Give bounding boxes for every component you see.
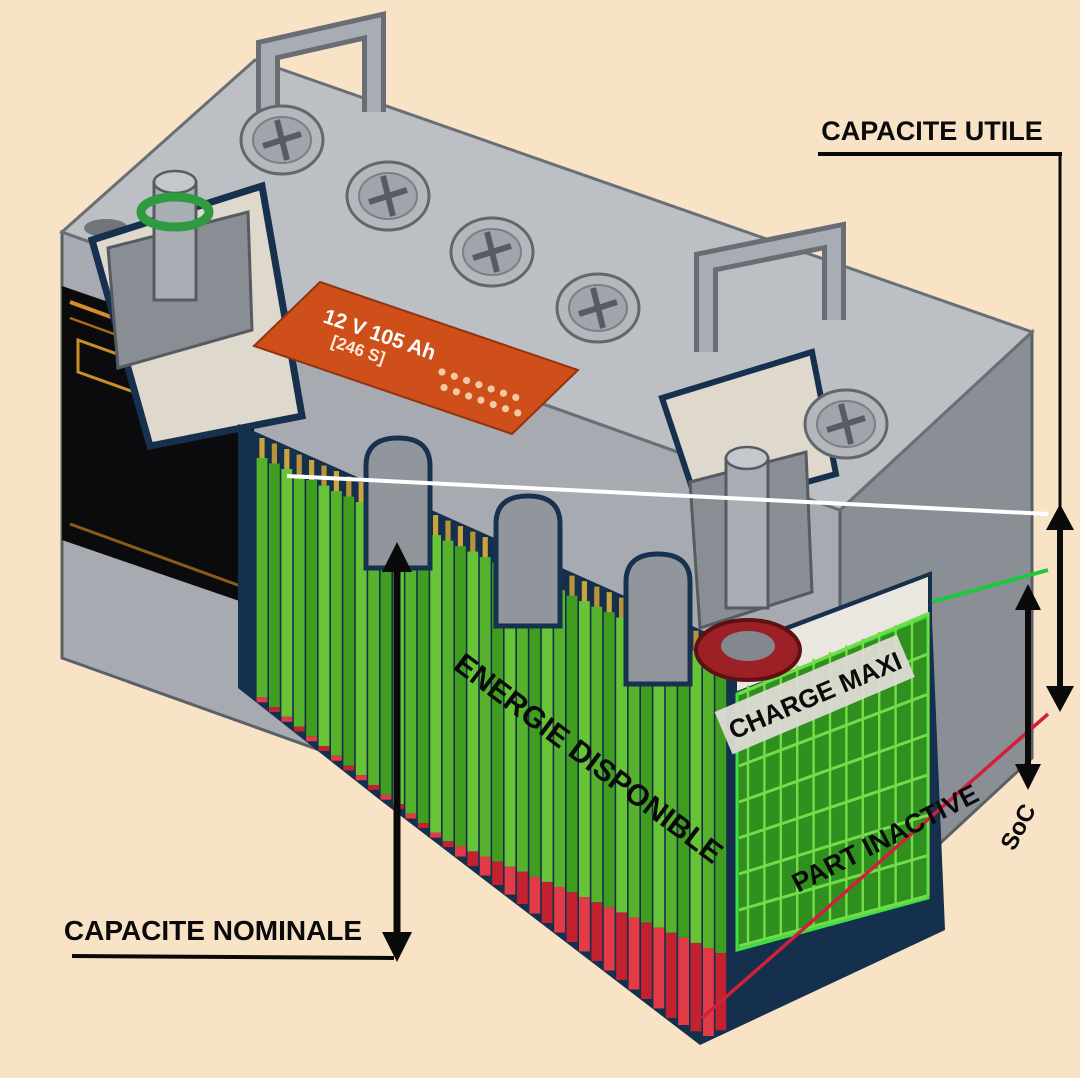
handle-bar	[699, 227, 841, 352]
terminal-post	[724, 456, 770, 610]
arrowhead-down	[1015, 764, 1041, 790]
capacite-nominale-label: CAPACITE NOMINALE	[64, 915, 362, 946]
handle-bar	[261, 17, 381, 138]
carry-handle-right	[694, 221, 846, 352]
terminal-right	[688, 445, 814, 682]
capacite-utile-annotation: CAPACITE UTILE	[818, 116, 1074, 712]
cell-divider	[363, 435, 433, 571]
label-dots	[438, 368, 522, 417]
capacite-nominale-annotation: CAPACITE NOMINALE	[64, 542, 412, 962]
capacite-nominale-leader	[71, 954, 395, 960]
inactive-level-line	[700, 712, 1050, 1020]
terminal-left	[106, 169, 254, 370]
soc-level-line	[931, 568, 1049, 604]
cell-caps	[239, 104, 889, 460]
arrowhead-up	[1046, 504, 1074, 530]
battery-rating-label: 12 V 105 Ah [246 S]	[252, 280, 580, 436]
arrowhead-up	[1015, 584, 1041, 610]
terminal-post-top	[724, 445, 770, 471]
cell-divider	[623, 551, 693, 687]
terminal-ring-core	[721, 631, 775, 661]
charge-maxi-level-line	[286, 474, 1049, 516]
cell-divider	[493, 493, 563, 629]
rating-label-plate	[252, 280, 580, 436]
plate-stack	[256, 438, 727, 1037]
terminal-green-ring	[136, 192, 214, 232]
carry-handle-left	[256, 10, 386, 138]
arrowhead-down	[1046, 686, 1074, 712]
arrowhead-up	[382, 542, 412, 572]
terminal-post-top	[152, 169, 198, 195]
charge-maxi-strip	[714, 634, 915, 755]
capacite-utile-label: CAPACITE UTILE	[821, 116, 1043, 146]
arrowhead-down	[382, 932, 412, 962]
panel-stripe	[69, 522, 247, 590]
battery-illustration: 12 V 105 Ah [246 S]	[59, 10, 1035, 1045]
